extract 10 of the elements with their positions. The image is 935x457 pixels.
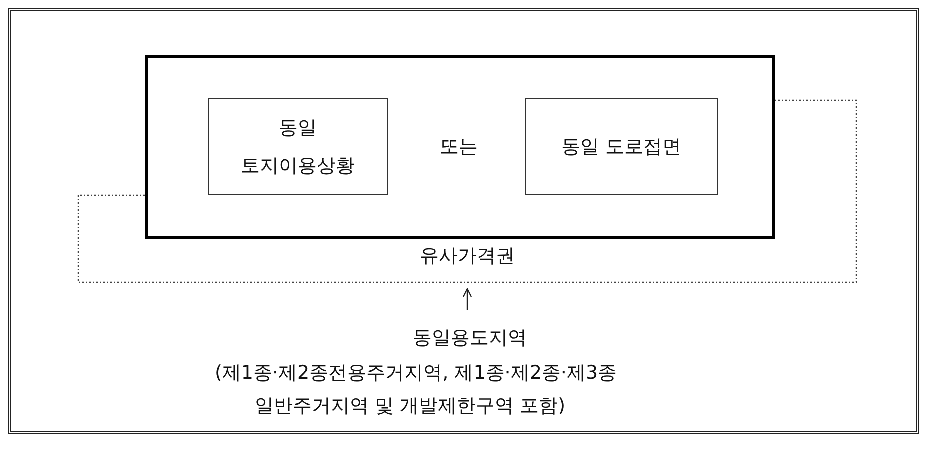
dotted-region xyxy=(78,100,857,283)
note-text: (제1종·제2종전용주거지역, 제1종·제2종·제3종 일반주거지역 및 개발제한구역 포함) xyxy=(215,361,618,419)
node-text: 동일 도로접면 xyxy=(561,134,682,160)
text-box xyxy=(208,98,388,195)
node-text: 동일 토지이용상황 xyxy=(240,116,356,178)
text-box xyxy=(525,98,718,195)
node-text: 유사가격권 xyxy=(420,244,515,269)
arrow xyxy=(462,288,472,310)
connector-word: 또는 xyxy=(440,135,478,160)
heading-text: 동일용도지역 xyxy=(413,326,527,351)
